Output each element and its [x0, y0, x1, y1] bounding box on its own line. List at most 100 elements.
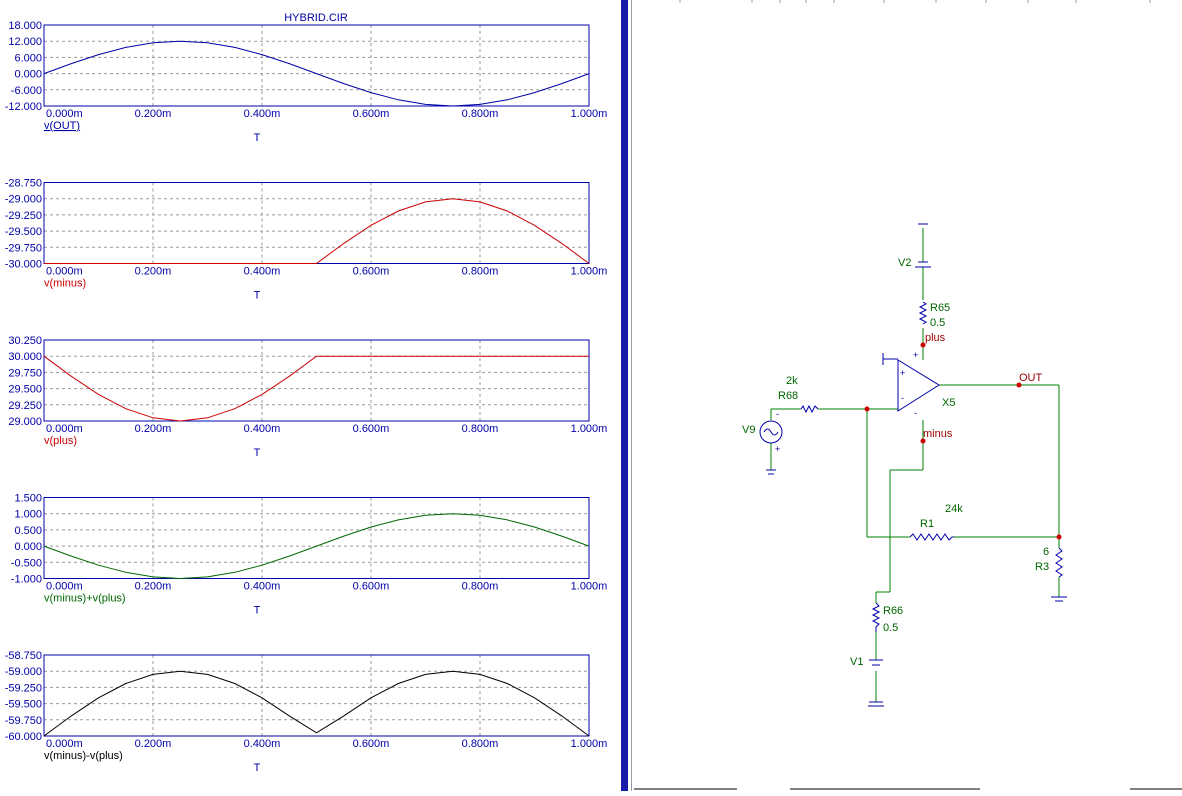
- label-r65[interactable]: R65: [930, 302, 950, 314]
- x-tick-label: 0.000m: [46, 581, 83, 593]
- x-tick-label: 0.400m: [244, 581, 281, 593]
- label-r68[interactable]: R68: [778, 390, 798, 402]
- label-x5[interactable]: X5: [942, 397, 955, 409]
- y-tick-label: 1.500: [14, 493, 42, 505]
- x-tick-label: 0.000m: [46, 738, 83, 750]
- label-v2[interactable]: V2: [898, 257, 911, 269]
- x-axis-label: T: [254, 605, 261, 617]
- series-line[interactable]: [43, 40, 590, 107]
- y-tick-label: -0.500: [11, 557, 42, 569]
- x-tick-label: 0.600m: [353, 738, 390, 750]
- window-splitter-edge: [631, 0, 632, 791]
- y-tick-label: 18.000: [8, 20, 42, 32]
- y-tick-label: -30.000: [5, 259, 42, 271]
- schematic-canvas[interactable]: V2 R65 0.5 plus OUT X5 2k R68 V9 minus 2…: [634, 0, 1182, 791]
- x-tick-label: 0.400m: [244, 108, 281, 120]
- x-tick-label: 0.800m: [462, 738, 499, 750]
- series-label[interactable]: v(plus): [44, 435, 77, 447]
- label-r3-value[interactable]: 6: [1043, 546, 1049, 558]
- series-line[interactable]: [43, 355, 589, 422]
- x-tick-label: 0.800m: [462, 108, 499, 120]
- series-label[interactable]: v(minus)+v(plus): [44, 593, 126, 605]
- x-axis-label: T: [254, 132, 261, 144]
- y-tick-label: 30.250: [8, 335, 42, 347]
- x-axis-label: T: [254, 447, 261, 459]
- plot-frame: [43, 339, 590, 422]
- source-minus: -: [776, 409, 779, 419]
- y-tick-label: -6.000: [11, 85, 42, 97]
- label-r3[interactable]: R3: [1035, 561, 1049, 573]
- label-r66[interactable]: R66: [883, 605, 903, 617]
- x-tick-label: 0.800m: [462, 266, 499, 278]
- label-r1[interactable]: R1: [920, 518, 934, 530]
- y-tick-label: 1.000: [14, 509, 42, 521]
- label-v9[interactable]: V9: [742, 424, 755, 436]
- y-tick-label: 29.000: [8, 416, 42, 428]
- x-tick-label: 0.200m: [135, 581, 172, 593]
- opamp-supply-plus: +: [913, 350, 918, 360]
- y-tick-label: -59.000: [5, 666, 42, 678]
- x-tick-label: 0.400m: [244, 738, 281, 750]
- y-tick-label: -59.750: [5, 715, 42, 727]
- y-tick-label: 29.250: [8, 400, 42, 412]
- wires[interactable]: [770, 228, 1060, 702]
- plot-3[interactable]: 30.25030.00029.75029.50029.25029.0000.00…: [8, 335, 607, 459]
- plot-frame: [43, 24, 590, 107]
- series-line[interactable]: [44, 198, 590, 264]
- label-r1-value[interactable]: 24k: [945, 503, 963, 515]
- y-tick-label: -29.500: [5, 226, 42, 238]
- x-tick-label: 0.600m: [353, 266, 390, 278]
- parts[interactable]: [759, 223, 1067, 707]
- y-tick-label: -29.250: [5, 210, 42, 222]
- y-tick-label: 29.500: [8, 384, 42, 396]
- x-tick-label: 0.200m: [135, 738, 172, 750]
- series-label[interactable]: v(OUT): [44, 120, 80, 132]
- series-label[interactable]: v(minus): [44, 278, 86, 290]
- y-tick-label: -60.000: [5, 731, 42, 743]
- y-tick-label: 0.500: [14, 525, 42, 537]
- opamp-supply-minus: -: [914, 408, 917, 418]
- opamp-plus-pin: +: [900, 368, 905, 378]
- plot-2[interactable]: -28.750-29.000-29.250-29.500-29.750-30.0…: [5, 178, 608, 302]
- plot-frame: [43, 182, 590, 264]
- series-line[interactable]: [43, 670, 590, 737]
- label-node-out[interactable]: OUT: [1019, 372, 1043, 384]
- x-tick-label: 0.800m: [462, 423, 499, 435]
- y-tick-label: -59.250: [5, 682, 42, 694]
- plot-frame: [43, 654, 590, 737]
- y-tick-label: -28.750: [5, 178, 42, 190]
- y-tick-label: -12.000: [5, 101, 42, 113]
- y-tick-label: 12.000: [8, 36, 42, 48]
- window-splitter[interactable]: [621, 0, 628, 791]
- x-axis-label: T: [254, 762, 261, 774]
- x-tick-label: 0.200m: [135, 423, 172, 435]
- x-tick-label: 0.200m: [135, 108, 172, 120]
- x-tick-label: 0.600m: [353, 423, 390, 435]
- label-r66-value[interactable]: 0.5: [883, 622, 898, 634]
- plot-title: HYBRID.CIR: [284, 12, 348, 24]
- series-label[interactable]: v(minus)-v(plus): [44, 750, 123, 762]
- x-tick-label: 0.800m: [462, 581, 499, 593]
- x-tick-label: 0.400m: [244, 423, 281, 435]
- y-tick-label: -58.750: [5, 650, 42, 662]
- series-line[interactable]: [43, 513, 590, 580]
- plot-5[interactable]: -58.750-59.000-59.250-59.500-59.750-60.0…: [5, 650, 608, 774]
- plot-frame: [43, 497, 590, 579]
- schematic-panel[interactable]: V2 R65 0.5 plus OUT X5 2k R68 V9 minus 2…: [634, 0, 1182, 791]
- x-tick-label: 1.000m: [571, 266, 608, 278]
- x-tick-label: 0.600m: [353, 581, 390, 593]
- label-node-plus[interactable]: plus: [925, 332, 946, 344]
- label-node-minus[interactable]: minus: [923, 428, 953, 440]
- x-tick-label: 1.000m: [571, 738, 608, 750]
- x-tick-label: 1.000m: [571, 108, 608, 120]
- x-tick-label: 0.000m: [46, 423, 83, 435]
- x-tick-label: 1.000m: [571, 581, 608, 593]
- plot-1[interactable]: 18.00012.0006.0000.000-6.000-12.0000.000…: [5, 20, 608, 144]
- label-v1[interactable]: V1: [850, 656, 863, 668]
- plot-canvas[interactable]: HYBRID.CIR 18.00012.0006.0000.000-6.000-…: [0, 0, 620, 791]
- label-r65-value[interactable]: 0.5: [930, 317, 945, 329]
- x-tick-label: 0.000m: [46, 108, 83, 120]
- label-r68-value[interactable]: 2k: [786, 375, 798, 387]
